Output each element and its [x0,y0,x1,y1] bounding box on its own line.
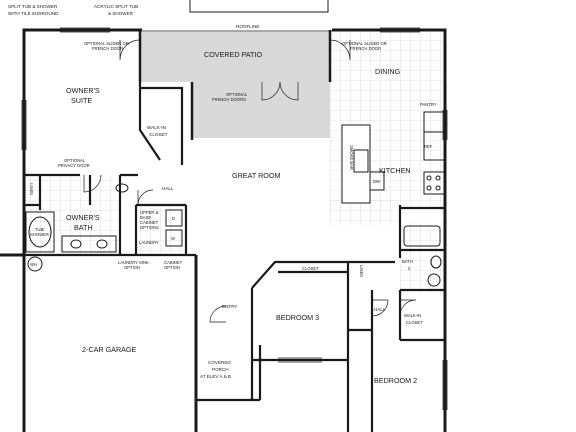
porch-label-1: COVERED [208,360,231,365]
upper-base-note-1: UPPER & [140,210,159,215]
bath2-label-1: BATH [402,259,413,264]
dw-label: DW [373,179,380,184]
door-swings [83,39,417,323]
bath-fixtures [25,183,442,287]
dining-label: DINING [375,67,401,76]
cabinet-opt-note-1: CABINET [164,260,183,265]
linen-label-1: LINEN [29,183,34,195]
laundry-tile [138,205,186,253]
windows [21,27,448,410]
owners-bath-label-1: OWNER'S [66,213,100,222]
cabinet-opt-note-2: OPTION [164,265,180,270]
owners-suite-label-2: SUITE [71,96,92,105]
bedroom2-label: BEDROOM 2 [374,376,417,385]
ref-label: REF [424,144,433,149]
privacy-note-1: OPTIONAL [64,158,86,163]
walkin-closet2-label-1: WALK-IN [404,313,421,318]
top-note-left-line2: WITH TILE SURROUND [8,11,59,16]
kitchen-label: KITCHEN [379,166,411,175]
slider-note-right-1: OPTIONAL SLIDER OR [342,41,387,46]
slider-note-left-1: OPTIONAL SLIDER OR [84,41,129,46]
exterior-walls [0,28,447,432]
great-room-label: GREAT ROOM [232,171,280,180]
french-doors-note-1: OPTIONAL [226,92,248,97]
bath2-tile [400,222,444,292]
owners-suite-label-1: OWNER'S [66,86,100,95]
wh-label: WH [30,262,37,267]
tub-shower-label-2: SHOWER [30,232,49,237]
dryer-label: D [172,216,175,221]
upper-base-note-4: OPTIONS [140,225,159,230]
closet-label: CLOSET [302,266,319,271]
linen-label-2: LINEN [359,265,364,277]
kitchen-fixtures [341,111,445,204]
walkin-closet2-label-2: CLOSET [406,320,423,325]
bedroom3-label: BEDROOM 3 [276,313,319,322]
entry-label: ENTRY [222,304,238,309]
covered-patio-label: COVERED PATIO [204,50,262,59]
washer-label: W [171,236,175,241]
smoke-bar-label: SMOKE BAR [349,145,354,170]
patio-walls [138,30,332,140]
hall-label-2: HALL [374,307,386,312]
privacy-note-2: PRIVACY DOOR [58,163,90,168]
covered-patio-area [140,32,330,82]
laundry-label: LAUNDRY [139,240,159,245]
porch-label-2: PORCH [212,367,229,372]
slider-note-right-2: FRENCH DOOR [350,46,381,51]
slider-note-left-2: FRENCH DOOR [92,46,123,51]
french-doors-note-2: FRENCH DOORS [212,97,246,102]
garage-label: 2-CAR GARAGE [82,345,137,354]
top-note-mid-line2: & SHOWER [108,11,134,16]
interior-walls [24,82,445,432]
patio-extension-area [192,82,330,138]
owners-bath-label-2: BATH [74,223,93,232]
upper-base-note-2: BASE [140,215,151,220]
pantry-label: PANTRY [420,102,437,107]
top-note-left-line1: SPLIT TUB & SHOWER [8,4,58,9]
walkin-closet-label-1: WALK-IN [147,125,166,130]
hall-label-1: HALL [162,186,174,191]
upper-base-note-3: CABINET [140,220,159,225]
laundry-sink-note-2: OPTION [124,265,140,270]
tub-shower-label-1: TUB/ [35,227,45,232]
top-note-mid-line1: ACRYLIC SPLIT TUB [94,4,138,9]
kitchen-lower-tile [330,200,400,226]
laundry-sink-note-1: LAUNDRY SINK [118,260,149,265]
walkin-closet-label-2: CLOSET [149,132,168,137]
porch-label-3: AT ELEV A & B [200,374,231,379]
top-callout-box [189,0,329,13]
roofline-label: ROOFLINE [236,24,259,29]
bath2-label-2: 2 [408,266,411,271]
